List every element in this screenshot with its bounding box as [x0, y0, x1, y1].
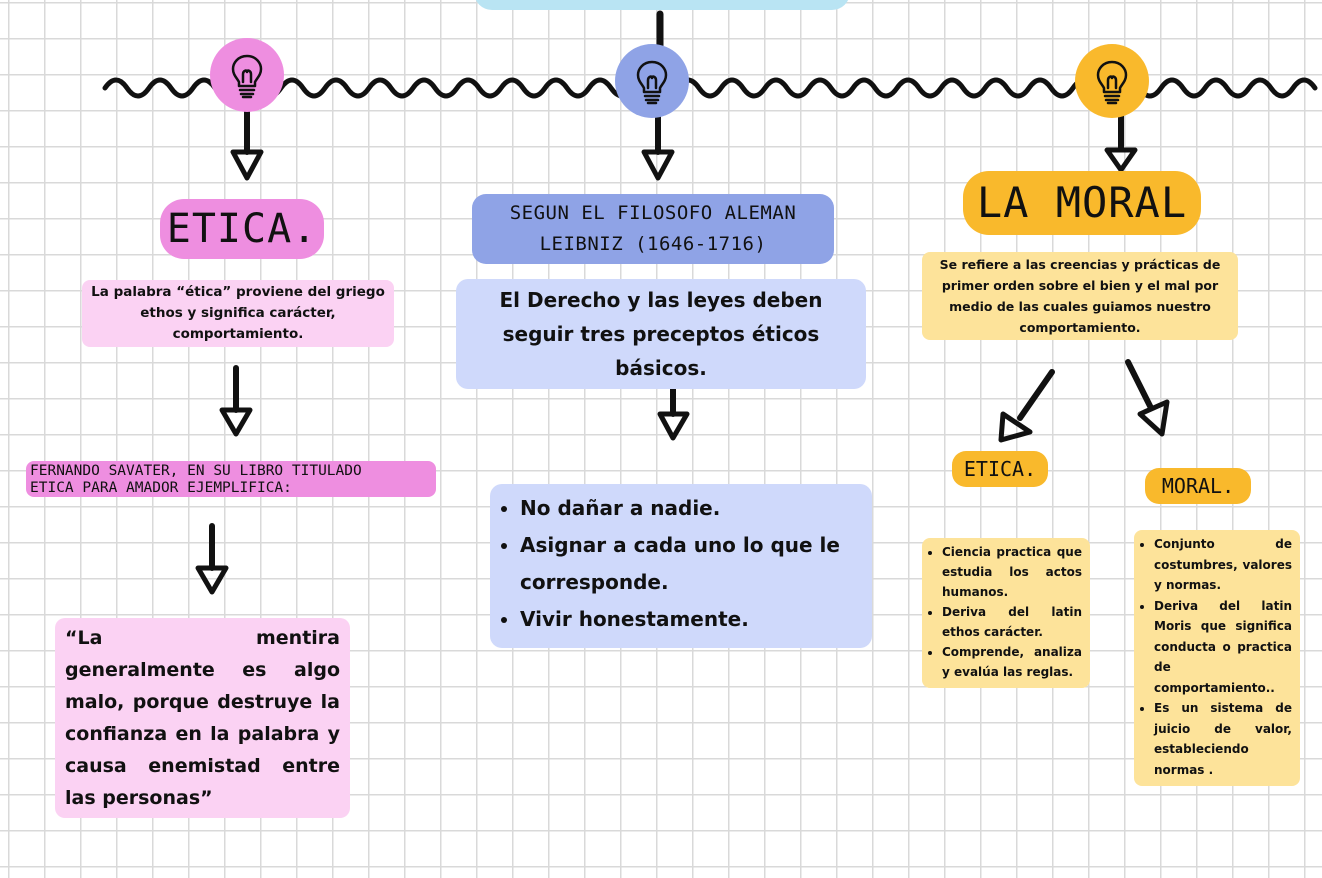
left-author-line1: FERNANDO SAVATER, EN SU LIBRO TITULADO — [30, 463, 362, 479]
arrow-left-3 — [195, 523, 229, 595]
left-author-line2: ETICA PARA AMADOR EJEMPLIFICA: — [30, 480, 292, 496]
precept-item: Vivir honestamente. — [520, 601, 862, 638]
etica-item: Ciencia practica que estudia los actos h… — [942, 542, 1082, 602]
precept-item: Asignar a cada uno lo que le corresponde… — [520, 527, 862, 601]
left-title: ETICA. — [160, 199, 324, 259]
arrow-right-etica — [998, 369, 1055, 443]
bulb-center — [615, 44, 689, 118]
left-author-box: FERNANDO SAVATER, EN SU LIBRO TITULADO E… — [26, 461, 436, 497]
right-definition: Se refiere a las creencias y prácticas d… — [922, 252, 1238, 340]
arrow-center-1 — [641, 109, 675, 181]
center-title-line2: LEIBNIZ (1646-1716) — [539, 233, 767, 255]
moral-item: Es un sistema de juicio de valor, establ… — [1154, 698, 1292, 780]
right-etica-label: ETICA. — [952, 451, 1048, 487]
top-title-box — [474, 0, 850, 10]
lightbulb-icon — [1096, 60, 1128, 105]
center-statement: El Derecho y las leyes deben seguir tres… — [456, 279, 866, 389]
etica-item: Deriva del latin ethos carácter. — [942, 602, 1082, 642]
precept-item: No dañar a nadie. — [520, 490, 862, 527]
moral-item: Deriva del latin Moris que significa con… — [1154, 596, 1292, 699]
arrow-left-2 — [219, 365, 253, 437]
right-title: LA MORAL — [963, 171, 1201, 235]
lightbulb-icon — [636, 60, 668, 105]
center-title-line1: SEGUN EL FILOSOFO ALEMAN — [509, 202, 797, 224]
bulb-left — [210, 38, 284, 112]
moral-item: Conjunto de costumbres, valores y normas… — [1154, 534, 1292, 596]
etica-item: Comprende, analiza y evalúa las reglas. — [942, 642, 1082, 682]
left-quote: “La mentira generalmente es algo malo, p… — [55, 618, 350, 818]
arrow-right-moral — [1125, 359, 1170, 437]
bulb-right — [1075, 44, 1149, 118]
right-moral-label: MORAL. — [1145, 468, 1251, 504]
arrow-right-1 — [1104, 109, 1138, 173]
center-title: SEGUN EL FILOSOFO ALEMAN LEIBNIZ (1646-1… — [472, 194, 834, 264]
center-precepts-box: No dañar a nadie. Asignar a cada uno lo … — [490, 484, 872, 648]
left-definition: La palabra “ética” proviene del griego e… — [82, 280, 394, 347]
arrow-left-1 — [230, 109, 264, 181]
lightbulb-icon — [231, 54, 263, 99]
right-etica-box: Ciencia practica que estudia los actos h… — [922, 538, 1090, 688]
right-moral-box: Conjunto de costumbres, valores y normas… — [1134, 530, 1300, 786]
